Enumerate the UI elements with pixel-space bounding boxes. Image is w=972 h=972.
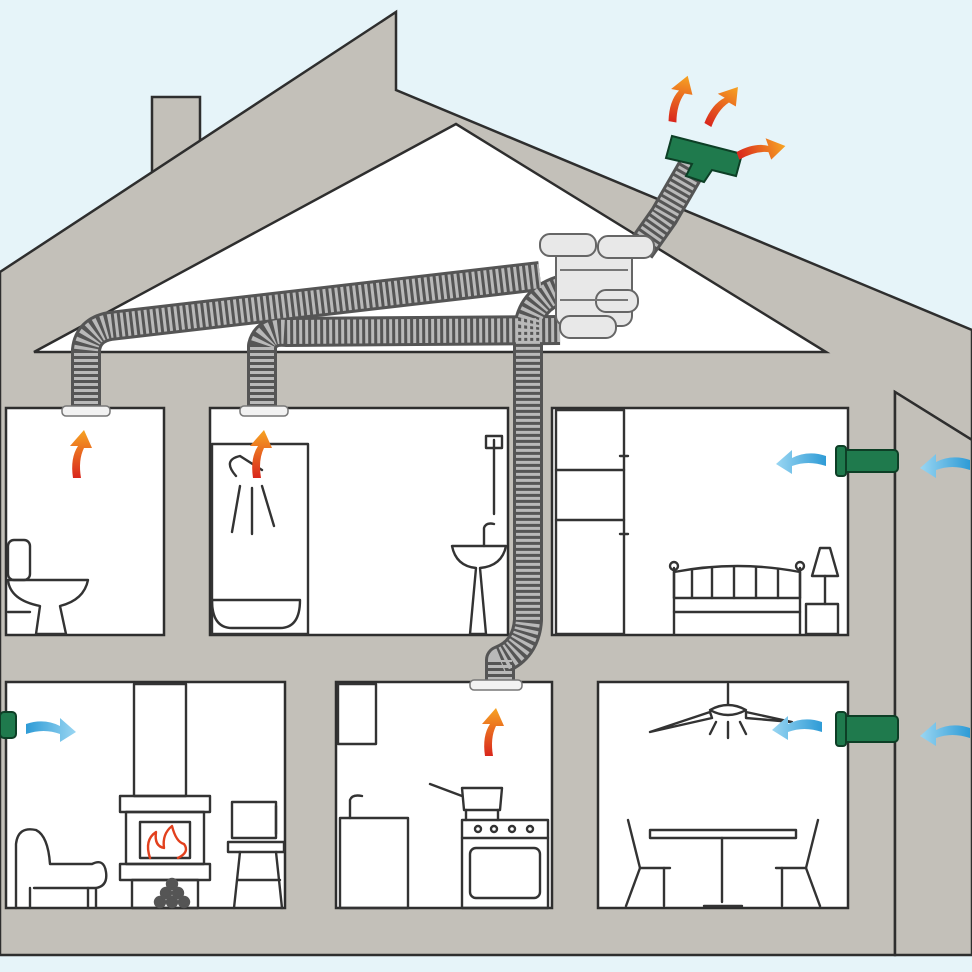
ceiling-extract-vent-icon <box>61 405 111 417</box>
duct-kitchen-extract-ribs <box>488 278 565 680</box>
washbasin-icon <box>450 434 508 636</box>
armchair-icon <box>14 828 108 910</box>
wall-supply-vent-icon <box>835 445 899 477</box>
warm-air-arrow-icon <box>482 708 504 756</box>
warm-air-arrow-icon <box>668 75 693 123</box>
ceiling-extract-vent-icon <box>469 679 523 691</box>
fresh-air-arrow-icon <box>920 722 970 746</box>
bed-icon <box>668 560 806 636</box>
fresh-air-arrow-icon <box>26 718 76 742</box>
side-wing <box>893 389 972 957</box>
fresh-air-arrow-icon <box>772 716 822 740</box>
kitchen-cabinet-icon <box>336 682 410 910</box>
warm-air-arrow-icon <box>704 86 738 128</box>
toilet-icon <box>6 538 90 636</box>
warm-air-arrow-icon <box>250 430 272 478</box>
room-kitchen <box>334 680 554 910</box>
firewood <box>153 877 191 909</box>
wardrobe-icon <box>554 408 630 636</box>
lamp-icon <box>804 546 840 636</box>
duct-bathroom-extract-ribs <box>250 318 561 410</box>
roof-exhaust-cap-icon <box>664 134 744 184</box>
furniture <box>6 408 840 910</box>
wall-supply-vent-icon <box>0 711 17 739</box>
tv-icon <box>226 800 286 910</box>
upper-floor <box>4 406 850 637</box>
wall-supply-vents <box>0 445 899 747</box>
duct-network <box>71 156 707 680</box>
warm-air-arrows <box>70 75 786 756</box>
fireplace-icon <box>118 682 212 910</box>
duct-toilet-extract-ribs <box>74 264 542 410</box>
warm-air-arrow-icon <box>736 138 786 160</box>
fresh-air-arrow-icon <box>920 454 970 478</box>
ceiling-fan-icon <box>648 682 794 740</box>
ceiling-extract-vent-icon <box>239 405 289 417</box>
warm-air-arrow-icon <box>70 430 92 478</box>
dining-table-icon <box>648 828 798 908</box>
wall-supply-vent-icon <box>835 711 899 747</box>
ceiling-extract-vents <box>61 405 523 691</box>
chair-icon <box>624 818 822 908</box>
room-bedroom <box>550 406 850 637</box>
fresh-air-arrow-icon <box>776 450 826 474</box>
heat-recovery-unit-icon <box>539 233 655 339</box>
stove-icon <box>428 782 550 910</box>
room-bathroom <box>208 406 510 637</box>
fresh-air-arrows <box>26 450 970 746</box>
